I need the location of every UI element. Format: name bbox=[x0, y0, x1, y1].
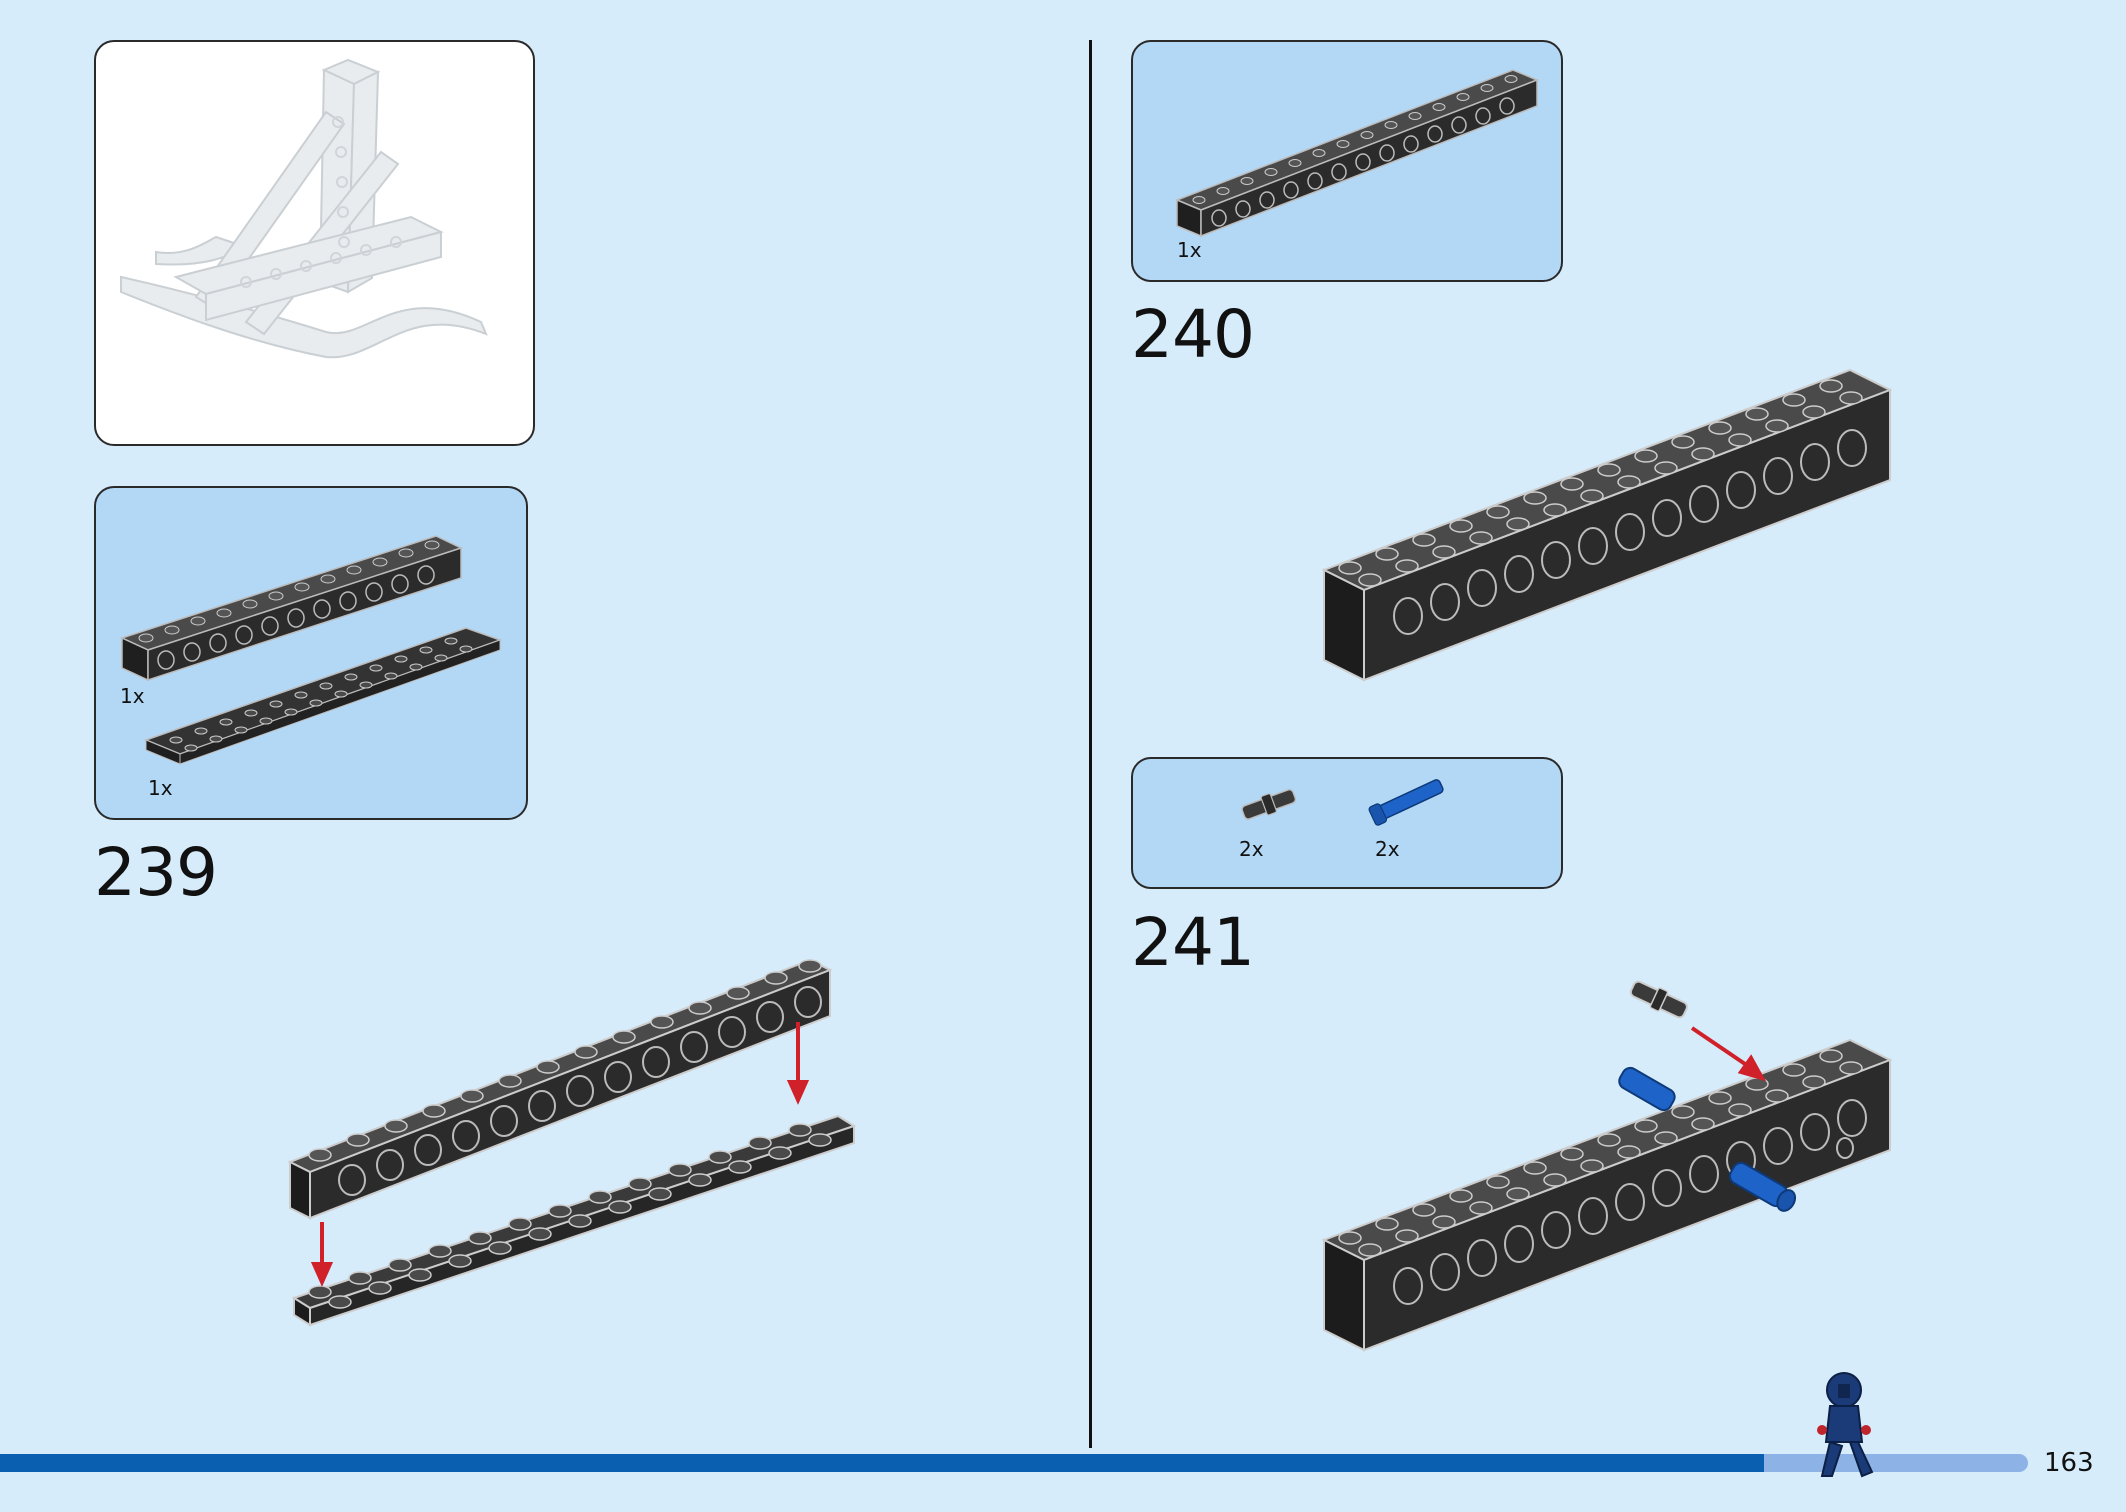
step-241-assembly-illustration bbox=[1321, 980, 1893, 1352]
model-preview-panel bbox=[94, 40, 535, 446]
character-figure-icon bbox=[1817, 1372, 1874, 1478]
blue-axle-pin-part-icon bbox=[1368, 779, 1444, 826]
ghost-stand-model-illustration bbox=[120, 58, 488, 359]
part-quantity: 1x bbox=[148, 776, 173, 800]
part-quantity: 2x bbox=[1375, 837, 1400, 861]
technic-brick-part-icon bbox=[1174, 69, 1540, 238]
step-240-assembly-illustration bbox=[1321, 368, 1893, 682]
step-239-assembly-illustration bbox=[287, 958, 857, 1327]
part-quantity: 2x bbox=[1239, 837, 1264, 861]
step-239-parts-panel: 1x 1x bbox=[94, 486, 528, 820]
part-quantity: 1x bbox=[120, 684, 145, 708]
step-240-parts-panel: 1x bbox=[1131, 40, 1563, 282]
progress-bar-fill bbox=[0, 1454, 1764, 1472]
technic-brick-part-icon bbox=[119, 535, 464, 682]
black-pin-part-icon bbox=[1241, 788, 1297, 820]
technic-plate-part-icon bbox=[143, 627, 503, 765]
step-241-parts-panel: 2x 2x bbox=[1131, 757, 1563, 889]
step-number: 239 bbox=[94, 834, 218, 911]
step-number: 240 bbox=[1131, 296, 1255, 373]
part-quantity: 1x bbox=[1177, 238, 1202, 262]
page-number: 163 bbox=[2044, 1448, 2094, 1478]
page-divider bbox=[1089, 40, 1092, 1448]
step-number: 241 bbox=[1131, 904, 1255, 981]
